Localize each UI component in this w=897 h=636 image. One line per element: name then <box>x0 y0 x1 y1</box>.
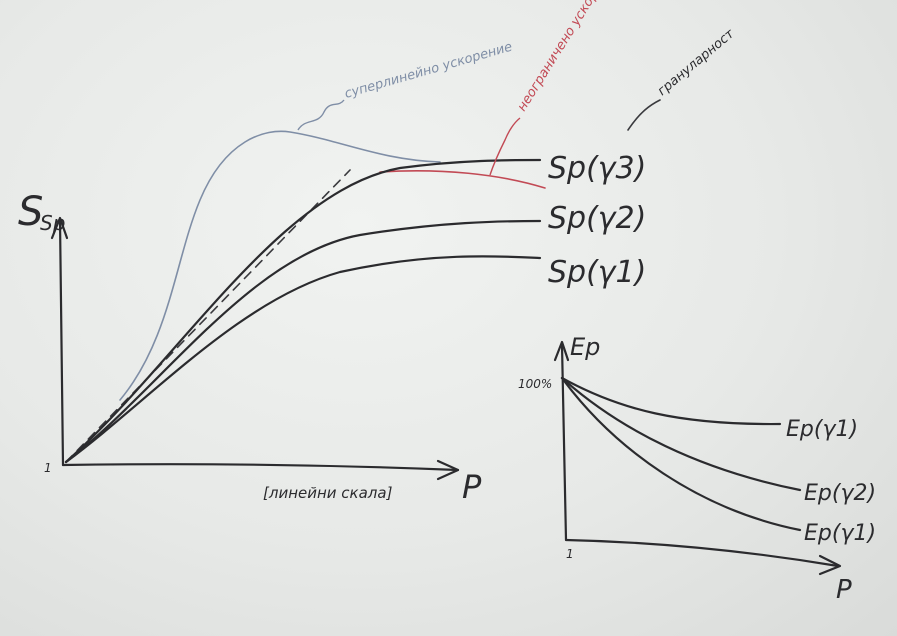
linear-speedup-line <box>65 169 351 463</box>
label-e-gamma1: Ep(γ1) <box>804 521 876 546</box>
annotation-granularity: грануларност <box>655 26 738 99</box>
label-e-gamma2: Ep(γ2) <box>804 481 876 506</box>
curve-s-gamma3 <box>64 158 542 464</box>
unlimited-speedup-curve <box>379 170 546 189</box>
inset-x-axis-label: P <box>836 575 852 605</box>
annotation-superlinear: суперлинейно ускорение <box>343 40 514 102</box>
inset-plot: Ep P 100% 1 Ep(γ1) Ep(γ2) Ep(γ1) <box>518 333 876 605</box>
main-x-axis-arrowhead <box>436 459 460 481</box>
main-plot: S Sp P [линейни скала] 1 Sp(γ3) Sp(γ2) S… <box>18 0 738 506</box>
main-x-axis-note: [линейни скала] <box>263 484 393 502</box>
inset-x-axis <box>564 538 840 568</box>
annotation-unlimited: неограничено ускорение <box>515 0 619 114</box>
label-e-gamma3: Ep(γ1) <box>786 417 858 442</box>
inset-origin-label: 1 <box>566 547 574 561</box>
superlinear-speedup-curve <box>119 130 441 401</box>
label-s-gamma3: Sp(γ3) <box>548 151 646 186</box>
curve-e-gamma3 <box>560 376 782 426</box>
inset-y-tick-label: 100% <box>518 377 552 391</box>
main-y-axis-arrowhead <box>50 216 69 240</box>
inset-y-axis <box>560 343 568 542</box>
granularity-leader <box>627 99 661 131</box>
unlimited-leader <box>489 117 521 176</box>
main-y-axis-label-s: S <box>18 189 43 235</box>
curve-s-gamma2 <box>64 219 542 464</box>
main-origin-label: 1 <box>44 461 52 475</box>
inset-y-axis-label: Ep <box>570 333 600 361</box>
curve-e-gamma2 <box>560 376 802 492</box>
main-y-axis <box>58 218 65 467</box>
label-s-gamma2: Sp(γ2) <box>548 201 646 236</box>
main-y-axis-label: Sp <box>40 211 65 235</box>
inset-x-axis-arrowhead <box>818 554 842 576</box>
curve-e-gamma1 <box>560 376 802 532</box>
superlinear-leader <box>297 99 345 131</box>
curve-s-gamma1 <box>64 255 542 464</box>
inset-y-axis-arrowhead <box>553 340 570 362</box>
main-x-axis <box>61 463 460 472</box>
label-s-gamma1: Sp(γ1) <box>548 255 646 290</box>
main-x-axis-label: P <box>462 468 482 506</box>
